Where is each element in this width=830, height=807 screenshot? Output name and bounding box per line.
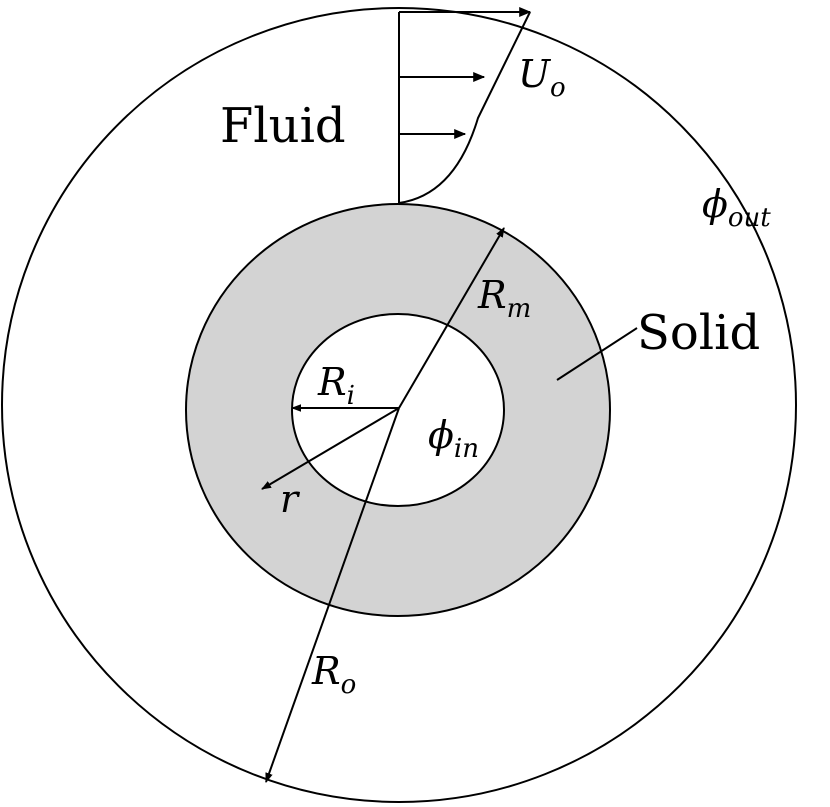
inner-radius-label: Ri: [317, 360, 355, 411]
outer-potential-label: ϕout: [702, 182, 771, 233]
outer-velocity-label: Uo: [518, 52, 566, 103]
inner-radius-symbol: R: [317, 360, 347, 404]
inner-potential-label: ϕin: [428, 413, 479, 464]
outer-radius-symbol: R: [311, 649, 341, 693]
middle-radius-symbol: R: [477, 273, 507, 317]
outer-potential-subscript: out: [728, 203, 771, 233]
outer-radius-arrow: [265, 407, 400, 783]
outer-potential-symbol: ϕ: [702, 182, 728, 226]
velocity-profile: [398, 6, 532, 204]
outer-boundary-circle: [1, 7, 797, 803]
solid-leader-line: [556, 327, 638, 381]
outer-radius-subscript: o: [341, 670, 357, 700]
radius-indicators: [261, 227, 505, 783]
fluid-label: Fluid: [220, 98, 346, 154]
outer-radius-label: Ro: [311, 649, 356, 700]
middle-radius-label: Rm: [477, 273, 531, 324]
middle-radius-arrow: [398, 227, 505, 409]
radial-coordinate-arrow: [261, 407, 400, 490]
outer-velocity-symbol: U: [518, 52, 552, 96]
solid-label: Solid: [637, 305, 760, 361]
inner-potential-subscript: in: [454, 434, 479, 464]
profile-curve: [398, 11, 531, 204]
radial-coordinate-label: r: [280, 477, 301, 521]
outer-velocity-subscript: o: [550, 73, 566, 103]
inner-potential-symbol: ϕ: [428, 413, 454, 457]
middle-radius-subscript: m: [507, 294, 532, 324]
inner-radius-subscript: i: [347, 381, 355, 411]
